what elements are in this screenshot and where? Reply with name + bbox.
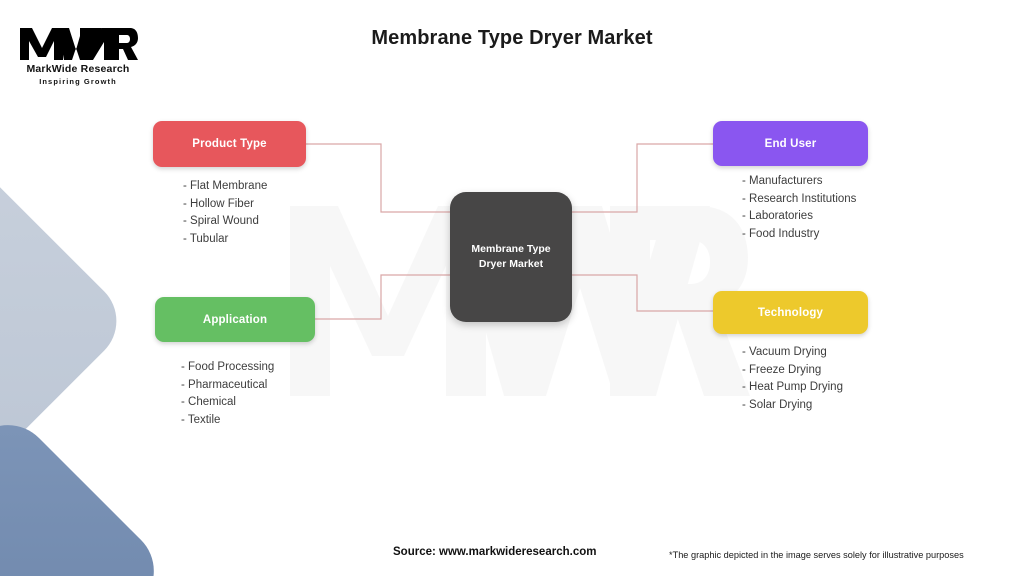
list-item: - Solar Drying (742, 398, 813, 411)
decorative-shape-dark (0, 406, 173, 576)
disclaimer-text: *The graphic depicted in the image serve… (669, 550, 964, 560)
list-item: - Laboratories (742, 210, 813, 223)
list-item: - Spiral Wound (183, 215, 259, 228)
list-item: - Research Institutions (742, 192, 857, 205)
list-item: - Tubular (183, 232, 229, 245)
segment-box-product-type[interactable]: Product Type (153, 121, 306, 167)
list-item: - Food Industry (742, 227, 820, 240)
list-item: - Flat Membrane (183, 180, 268, 192)
connector-application (315, 274, 450, 320)
segment-box-end-user[interactable]: End User (713, 121, 868, 166)
brand-logo: MarkWide Research Inspiring Growth (18, 24, 138, 86)
connector-product-type (306, 143, 450, 213)
segment-list-product-type: - Flat Membrane - Hollow Fiber - Spiral … (183, 178, 267, 248)
segment-box-application[interactable]: Application (155, 297, 315, 342)
mwr-logo-icon (20, 28, 138, 60)
center-node-line1: Membrane Type (471, 242, 551, 255)
center-node[interactable]: Membrane Type Dryer Market (450, 192, 572, 322)
segment-box-technology[interactable]: Technology (713, 291, 868, 334)
segment-list-application: - Food Processing - Pharmaceutical - Che… (181, 359, 274, 429)
list-item: - Pharmaceutical (181, 378, 268, 391)
segment-list-technology: - Vacuum Drying - Freeze Drying - Heat P… (742, 344, 843, 414)
list-item: - Chemical (181, 396, 236, 409)
page-title: Membrane Type Dryer Market (371, 27, 653, 49)
list-item: - Heat Pump Drying (742, 381, 843, 394)
list-item: - Manufacturers (742, 175, 823, 187)
center-node-line2: Dryer Market (478, 258, 544, 270)
segment-list-end-user: - Manufacturers - Research Institutions … (742, 173, 856, 243)
list-item: - Textile (181, 413, 221, 426)
list-item: - Vacuum Drying (742, 346, 827, 358)
list-item: - Food Processing (181, 361, 275, 373)
segment-label-end-user: End User (764, 137, 817, 150)
logo-tagline: Inspiring Growth (39, 77, 117, 86)
segment-label-technology: Technology (757, 306, 824, 319)
segment-label-application: Application (202, 313, 268, 326)
list-item: - Hollow Fiber (183, 197, 254, 210)
logo-name: MarkWide Research (26, 63, 130, 75)
list-item: - Freeze Drying (742, 363, 822, 376)
segment-label-product-type: Product Type (192, 138, 267, 150)
connector-technology (572, 274, 713, 312)
source-label: Source: www.markwideresearch.com (393, 546, 597, 558)
connector-end-user (572, 143, 713, 213)
